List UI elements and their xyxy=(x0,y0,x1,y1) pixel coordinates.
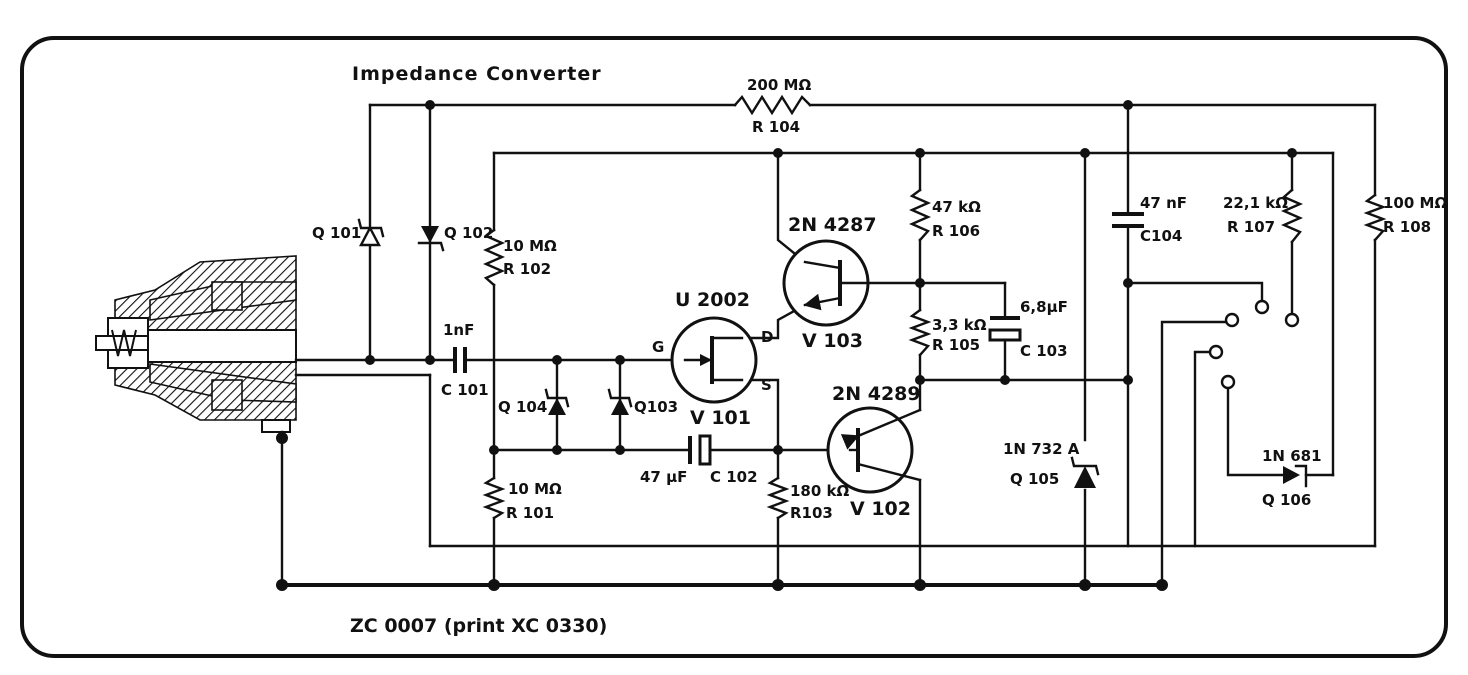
v101-ref: V 101 xyxy=(690,407,751,429)
r104-value: 200 MΩ xyxy=(747,76,811,94)
r101-value: 10 MΩ xyxy=(508,480,562,498)
v102-ref: V 102 xyxy=(850,498,911,520)
r104-ref: R 104 xyxy=(752,118,800,136)
q105-part: 1N 732 A xyxy=(1003,440,1080,458)
r102-value: 10 MΩ xyxy=(503,237,557,255)
r107-symbol xyxy=(1281,188,1303,244)
r101-symbol xyxy=(482,476,506,520)
q106-symbol xyxy=(1283,464,1308,488)
r106-value: 47 kΩ xyxy=(932,198,981,216)
q105-symbol xyxy=(1070,456,1100,488)
q102-symbol xyxy=(417,226,445,252)
range-switch xyxy=(1208,299,1300,390)
frame-border xyxy=(20,36,1448,658)
q101-symbol xyxy=(357,218,385,247)
v102-part: 2N 4289 xyxy=(832,383,921,405)
r108-value: 100 MΩ xyxy=(1383,194,1447,212)
r102-symbol xyxy=(483,228,505,287)
r103-symbol xyxy=(766,476,790,520)
r108-ref: R 108 xyxy=(1383,218,1431,236)
q104-ref: Q 104 xyxy=(498,398,547,416)
c101-value: 1nF xyxy=(443,321,474,339)
r105-ref: R 105 xyxy=(932,336,980,354)
r105-value: 3,3 kΩ xyxy=(932,316,987,334)
v101-source: S xyxy=(761,376,772,394)
q106-part: 1N 681 xyxy=(1262,447,1322,465)
r107-ref: R 107 xyxy=(1227,218,1275,236)
q103-ref: Q103 xyxy=(634,398,678,416)
c101-ref: C 101 xyxy=(441,381,489,399)
r108-symbol xyxy=(1363,193,1387,242)
q106-ref: Q 106 xyxy=(1262,491,1311,509)
v101-drain: D xyxy=(761,328,773,346)
v101-part: U 2002 xyxy=(675,289,750,311)
r107-value: 22,1 kΩ xyxy=(1223,194,1288,212)
v103-transistor xyxy=(782,239,870,327)
c104-ref: C104 xyxy=(1140,227,1182,245)
diagram-title: Impedance Converter xyxy=(352,63,602,85)
r102-ref: R 102 xyxy=(503,260,551,278)
footer-label: ZC 0007 (print XC 0330) xyxy=(350,615,607,637)
r103-value: 180 kΩ xyxy=(790,482,850,500)
capacitors xyxy=(453,212,1144,466)
r106-ref: R 106 xyxy=(932,222,980,240)
c102-value: 47 μF xyxy=(640,468,687,486)
labels: Impedance Converter ZC 0007 (print XC 03… xyxy=(312,63,1447,637)
c103-ref: C 103 xyxy=(1020,342,1068,360)
q101-ref: Q 101 xyxy=(312,224,361,242)
c103-value: 6,8μF xyxy=(1020,298,1068,316)
q103-symbol xyxy=(607,388,633,415)
resistors xyxy=(482,94,1387,520)
c102-symbol xyxy=(688,434,712,466)
c101-symbol xyxy=(453,347,467,373)
coax-connector xyxy=(95,255,297,433)
junction-dots xyxy=(276,100,1297,591)
c102-ref: C 102 xyxy=(710,468,758,486)
r105-symbol xyxy=(908,308,932,357)
diodes xyxy=(357,218,1308,488)
r104-symbol xyxy=(733,94,812,116)
q104-symbol xyxy=(544,388,570,415)
r101-ref: R 101 xyxy=(506,504,554,522)
v103-part: 2N 4287 xyxy=(788,214,877,236)
c104-symbol xyxy=(1112,212,1144,228)
q102-ref: Q 102 xyxy=(444,224,493,242)
r106-symbol xyxy=(909,188,931,242)
q105-ref: Q 105 xyxy=(1010,470,1059,488)
r103-ref: R103 xyxy=(790,504,833,522)
v102-transistor xyxy=(826,406,922,494)
v101-fet xyxy=(670,316,758,404)
v103-ref: V 103 xyxy=(802,330,863,352)
c103-symbol xyxy=(988,316,1022,342)
c104-value: 47 nF xyxy=(1140,194,1187,212)
v101-gate: G xyxy=(652,338,664,356)
